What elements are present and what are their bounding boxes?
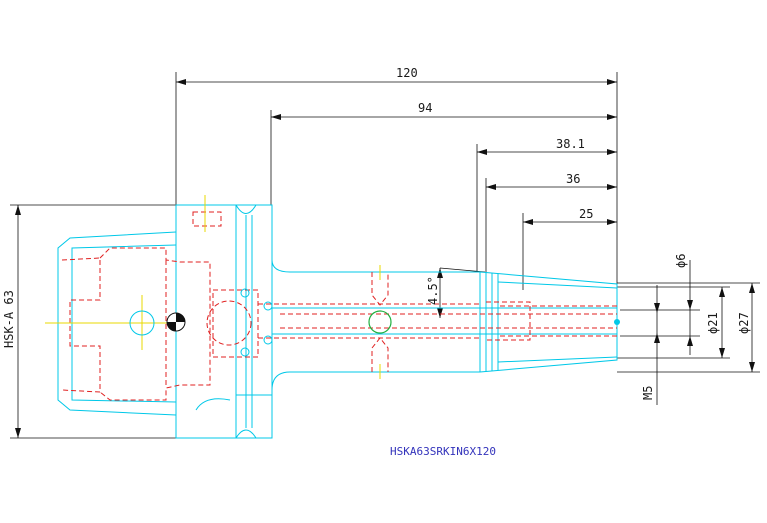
dim-angle: 4.5°	[426, 276, 440, 305]
dim-36: 36	[566, 172, 580, 186]
dim-38-1: 38.1	[556, 137, 585, 151]
dim-94: 94	[418, 101, 432, 115]
dimension-lines	[10, 72, 760, 439]
dim-dia-27: ϕ27	[737, 312, 751, 334]
dimension-labels: 120 94 38.1 36 25 4.5° ϕ6 ϕ21 ϕ27 M5 HSK…	[2, 66, 751, 458]
center-marks	[45, 195, 620, 379]
dim-dia-21: ϕ21	[706, 312, 720, 334]
dim-hsk-shank: HSK-A 63	[2, 290, 16, 348]
dim-bore-d6: ϕ6	[674, 254, 688, 268]
dim-thread-m5: M5	[641, 386, 655, 400]
hidden-lines	[61, 211, 617, 401]
dim-25: 25	[579, 207, 593, 221]
dim-120: 120	[396, 66, 418, 80]
drawing-title: HSKA63SRKIN6X120	[390, 445, 496, 458]
tool-outline	[57, 204, 618, 439]
